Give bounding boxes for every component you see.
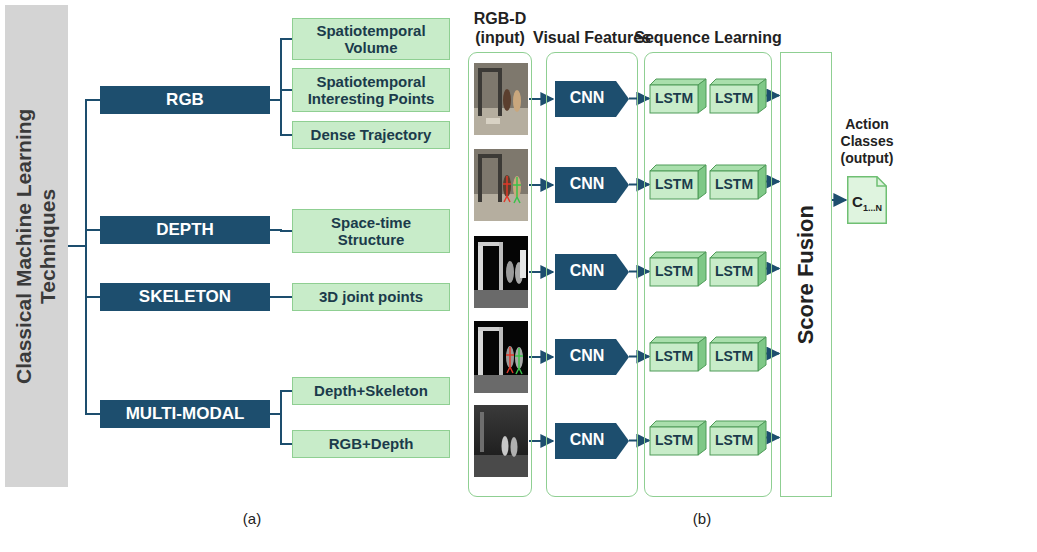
- technique-box: Spatiotemporal Volume: [292, 18, 450, 61]
- lstm-label: LSTM: [715, 257, 761, 279]
- modality-label: SKELETON: [139, 287, 231, 307]
- lstm-label: LSTM: [715, 426, 761, 448]
- stage-group: RGB-D (input): [468, 52, 532, 497]
- modality-label: MULTI-MODAL: [126, 404, 245, 424]
- cnn-block: CNN: [555, 167, 629, 203]
- cnn-block: CNN: [555, 81, 629, 117]
- modality-label: RGB: [166, 90, 204, 110]
- technique-box: 3D joint points: [292, 283, 450, 311]
- cnn-label: CNN: [570, 175, 615, 193]
- connector: [270, 230, 292, 231]
- technique-label: RGB+Depth: [329, 435, 414, 452]
- connector: [270, 296, 292, 298]
- connector: [629, 356, 649, 358]
- connector: [68, 246, 100, 414]
- lstm-cube: LSTM: [650, 79, 706, 113]
- connector: [270, 414, 292, 444]
- stage-group: Visual FeaturesCNNCNNCNNCNNCNN: [546, 52, 638, 497]
- technique-label: Depth+Skeleton: [314, 382, 428, 399]
- stage-heading: RGB-D (input): [455, 10, 545, 47]
- lstm-label: LSTM: [715, 342, 761, 364]
- connector: [270, 39, 292, 100]
- connector: [270, 100, 292, 135]
- stage-heading: Sequence Learning: [631, 29, 785, 47]
- lstm-cube: LSTM: [650, 252, 706, 286]
- lstm-label: LSTM: [715, 84, 761, 106]
- technique-label: 3D joint points: [319, 288, 423, 305]
- lstm-label: LSTM: [655, 257, 701, 279]
- technique-label: Dense Trajectory: [311, 126, 432, 143]
- lstm-cube: LSTM: [710, 421, 766, 455]
- connector: [766, 353, 779, 355]
- stage-group: Sequence LearningLSTMLSTMLSTMLSTMLSTMLST…: [644, 52, 772, 497]
- cnn-block: CNN: [555, 423, 629, 459]
- connector: [766, 268, 779, 270]
- cnn-label: CNN: [570, 89, 615, 107]
- connector: [766, 181, 779, 183]
- technique-label: Spatiotemporal Interesting Points: [299, 73, 443, 108]
- fusion-box: Score Fusion: [780, 52, 832, 497]
- category-box: Classical Machine Learning Techniques: [5, 5, 68, 487]
- lstm-cube: LSTM: [650, 337, 706, 371]
- modality-box: RGB: [100, 86, 270, 114]
- connector: [68, 100, 100, 246]
- modality-box: SKELETON: [100, 283, 270, 311]
- connector: [68, 246, 100, 297]
- technique-box: Space-time Structure: [292, 209, 450, 253]
- class-symbol: C: [852, 193, 863, 210]
- depth-gray-frame: [474, 405, 528, 477]
- technique-box: Spatiotemporal Interesting Points: [292, 68, 450, 112]
- modality-box: DEPTH: [100, 216, 270, 244]
- stage-heading: Visual Features: [533, 29, 651, 47]
- rgb-skeleton-frame: [474, 149, 528, 221]
- lstm-cube: LSTM: [650, 421, 706, 455]
- panel-label: (b): [682, 510, 722, 528]
- lstm-label: LSTM: [655, 342, 701, 364]
- lstm-label: LSTM: [715, 170, 761, 192]
- output-heading: Action Classes (output): [834, 116, 900, 166]
- connector: [629, 440, 649, 442]
- panel-label: (a): [232, 510, 272, 528]
- connector: [270, 391, 292, 414]
- output-document: C1...N: [847, 176, 887, 224]
- connector: [68, 230, 100, 246]
- modality-box: MULTI-MODAL: [100, 400, 270, 428]
- lstm-cube: LSTM: [710, 252, 766, 286]
- connector: [766, 437, 779, 439]
- cnn-label: CNN: [570, 347, 615, 365]
- lstm-cube: LSTM: [650, 165, 706, 199]
- lstm-cube: LSTM: [710, 79, 766, 113]
- connector: [766, 95, 779, 97]
- connector: [270, 90, 292, 100]
- output-text: C1...N: [852, 187, 882, 214]
- cnn-label: CNN: [570, 262, 615, 280]
- connector: [832, 199, 846, 201]
- technique-label: Spatiotemporal Volume: [299, 22, 443, 57]
- frame-arrows: [529, 99, 553, 441]
- lstm-label: LSTM: [655, 170, 701, 192]
- connector: [629, 98, 649, 100]
- lstm-cube: LSTM: [710, 165, 766, 199]
- technique-box: RGB+Depth: [292, 430, 450, 458]
- lstm-label: LSTM: [655, 426, 701, 448]
- lstm-label: LSTM: [655, 84, 701, 106]
- class-subscript: 1...N: [863, 203, 882, 213]
- category-title: Classical Machine Learning Techniques: [12, 81, 60, 411]
- depth-skeleton-frame: [474, 321, 528, 393]
- lstm-cube: LSTM: [710, 337, 766, 371]
- cnn-label: CNN: [570, 431, 615, 449]
- modality-label: DEPTH: [156, 220, 214, 240]
- technique-box: Depth+Skeleton: [292, 377, 450, 405]
- fusion-label: Score Fusion: [793, 205, 818, 344]
- depth-frame: [474, 236, 528, 308]
- rgb-frame: [474, 63, 528, 135]
- technique-label: Space-time Structure: [299, 214, 443, 249]
- cnn-block: CNN: [555, 339, 629, 375]
- technique-box: Dense Trajectory: [292, 121, 450, 149]
- connector: [629, 271, 649, 273]
- cnn-block: CNN: [555, 254, 629, 290]
- connector: [629, 184, 649, 186]
